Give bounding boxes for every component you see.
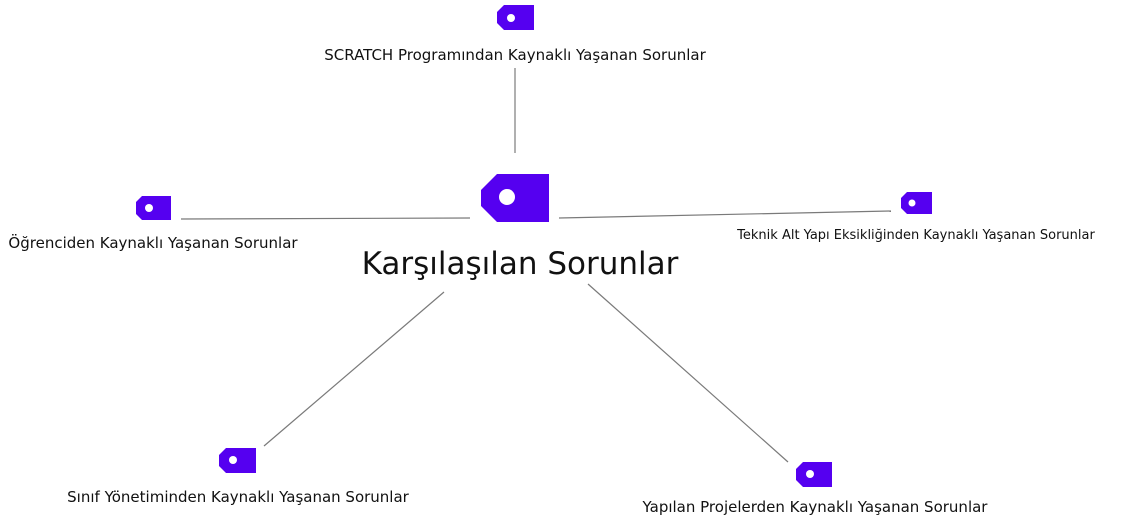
connector-bottom-right (587, 283, 789, 463)
top-tag-icon (497, 5, 534, 30)
central-tag-icon (481, 174, 549, 222)
right-tag-icon (901, 192, 932, 214)
branch-label-top: SCRATCH Programından Kaynaklı Yaşanan So… (324, 46, 706, 64)
connector-right (558, 210, 892, 219)
branch-label-bottom-right: Yapılan Projelerden Kaynaklı Yaşanan Sor… (642, 498, 988, 516)
bottom-left-tag-icon (219, 448, 256, 473)
branch-label-left: Öğrenciden Kaynaklı Yaşanan Sorunlar (8, 234, 298, 252)
bottom-right-tag-icon (796, 462, 832, 487)
branch-label-right: Teknik Alt Yapı Eksikliğinden Kaynaklı Y… (737, 228, 1095, 243)
central-topic-label: Karşılaşılan Sorunlar (361, 246, 679, 282)
left-tag-icon (136, 196, 171, 220)
branch-label-bottom-left: Sınıf Yönetiminden Kaynaklı Yaşanan Soru… (67, 488, 409, 506)
connector-bottom-left (263, 291, 445, 447)
connector-left (180, 217, 471, 220)
